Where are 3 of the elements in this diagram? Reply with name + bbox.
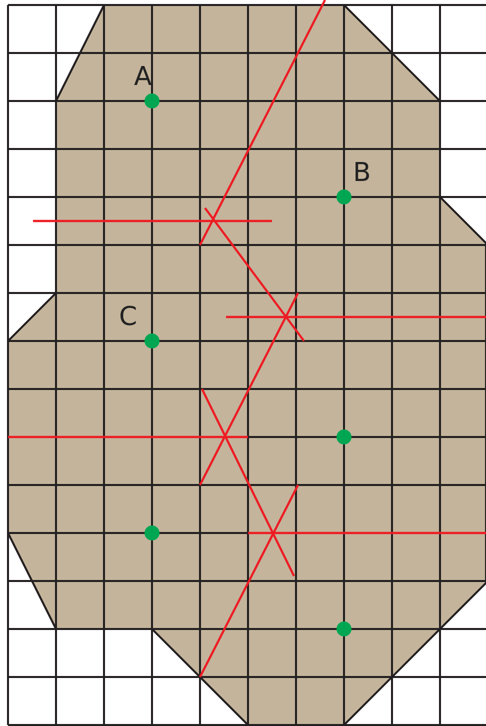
- point-label: C: [119, 304, 138, 330]
- point-label: A: [134, 64, 152, 90]
- point-label: B: [353, 160, 371, 186]
